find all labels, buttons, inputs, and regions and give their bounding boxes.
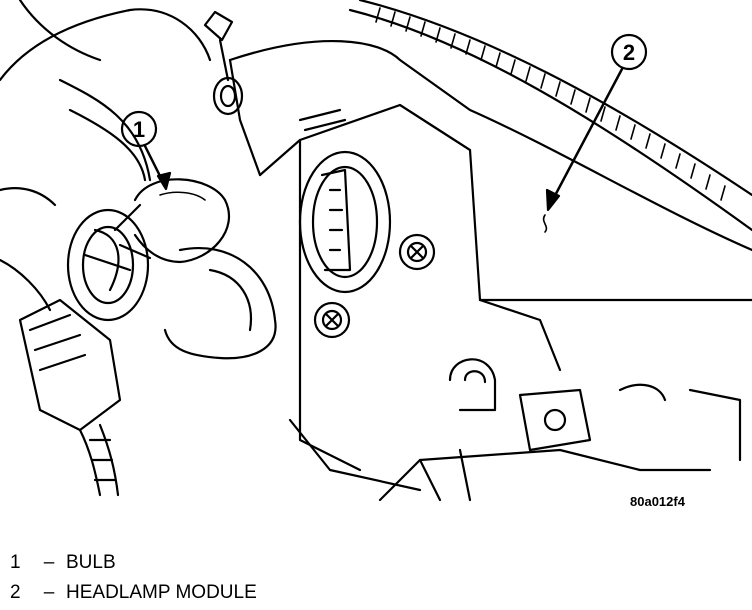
legend-item-number: 1: [10, 552, 21, 573]
legend-item-number: 2: [10, 582, 21, 603]
figure-code: 80a012f4: [630, 494, 686, 509]
legend-item-dash: –: [43, 582, 55, 603]
grommet: [203, 10, 244, 116]
callout-2-number: 2: [623, 40, 635, 65]
legend-item: 1 – BULB: [10, 548, 610, 578]
wiring-connector: [18, 298, 122, 497]
headlamp-module-housing: [228, 40, 752, 492]
mounting-screw-lower: [313, 301, 351, 339]
callout-1-leader: [120, 110, 172, 191]
technician-hand: [0, 0, 277, 360]
legend-item: 2 – HEADLAMP MODULE: [10, 578, 610, 608]
legend: 1 – BULB 2 – HEADLAMP MODULE: [10, 548, 610, 608]
bulb-socket-opening: [298, 150, 392, 294]
callout-1-number: 1: [133, 117, 145, 142]
legend-item-label: HEADLAMP MODULE: [66, 582, 257, 603]
lamp-lens-edge: [348, 0, 752, 232]
mounting-screw-upper: [398, 233, 436, 271]
legend-item-dash: –: [43, 552, 55, 573]
callout-2-leader: [542, 33, 648, 233]
headlamp-bulb-illustration: 1 2 80a012f4: [0, 0, 752, 509]
legend-item-label: BULB: [66, 552, 116, 573]
lower-bracket: [378, 358, 742, 502]
bulb-base-socket: [66, 208, 150, 322]
